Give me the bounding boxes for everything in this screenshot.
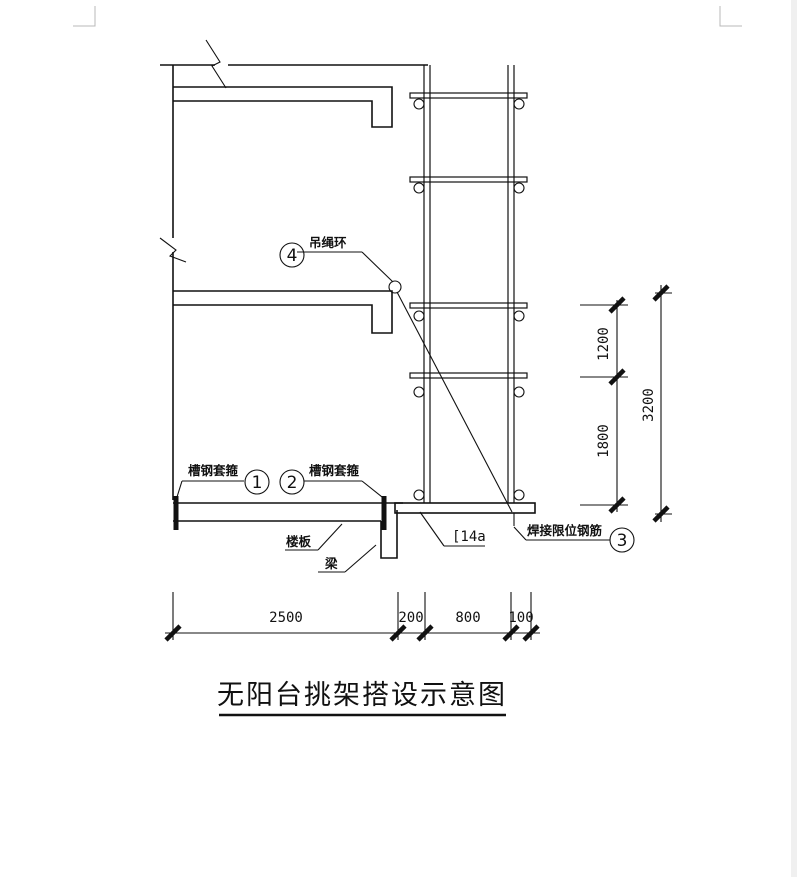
couplers bbox=[413, 98, 525, 501]
label-rope-ring: 吊绳环 bbox=[309, 235, 347, 250]
ledger-2 bbox=[409, 176, 528, 183]
dim-1800: 1800 bbox=[596, 424, 612, 458]
callout-2: 2 bbox=[279, 469, 305, 495]
dim-800: 800 bbox=[455, 610, 480, 626]
building-structure bbox=[159, 39, 428, 559]
horizontal-dimensions: 2500 200 800 100 bbox=[164, 592, 540, 642]
svg-text:1: 1 bbox=[252, 473, 263, 493]
drawing-title: 无阳台挑架搭设示意图 bbox=[217, 680, 507, 711]
rope-line bbox=[396, 291, 513, 513]
beam bbox=[380, 510, 398, 559]
rope-ring bbox=[388, 280, 402, 294]
callout-1: 1 bbox=[244, 469, 270, 495]
dim-100: 100 bbox=[508, 610, 533, 626]
svg-text:3: 3 bbox=[617, 531, 628, 551]
svg-text:4: 4 bbox=[287, 246, 298, 266]
break-mark-wall bbox=[159, 237, 187, 263]
ledger-3 bbox=[409, 302, 528, 309]
callout-3: 3 bbox=[609, 527, 635, 553]
channel-steel-beam bbox=[173, 496, 536, 530]
label-channel-hoop-left: 槽钢套箍 bbox=[188, 463, 239, 478]
dim-2500: 2500 bbox=[269, 610, 303, 626]
label-floor-slab: 楼板 bbox=[286, 534, 312, 549]
label-weld-rebar: 焊接限位钢筋 bbox=[527, 523, 603, 538]
vertical-dimensions: 1200 1800 3200 bbox=[580, 284, 672, 523]
dim-3200: 3200 bbox=[641, 388, 657, 422]
svg-text:2: 2 bbox=[287, 473, 298, 493]
leader-lines bbox=[176, 251, 610, 573]
suspension-rope bbox=[388, 280, 513, 513]
dim-1200: 1200 bbox=[596, 327, 612, 361]
label-channel-spec: [14a bbox=[452, 529, 486, 545]
upper-slab bbox=[173, 86, 393, 128]
label-channel-hoop-right: 槽钢套箍 bbox=[309, 463, 360, 478]
page-corner-marks bbox=[73, 6, 742, 27]
label-beam: 梁 bbox=[324, 556, 338, 571]
scaffold-frame bbox=[409, 65, 528, 503]
middle-slab bbox=[173, 290, 393, 334]
callout-4: 4 bbox=[279, 242, 305, 268]
ledger-1 bbox=[409, 92, 528, 99]
dim-200: 200 bbox=[398, 610, 423, 626]
ledger-4 bbox=[409, 372, 528, 379]
break-mark-top bbox=[205, 39, 227, 89]
